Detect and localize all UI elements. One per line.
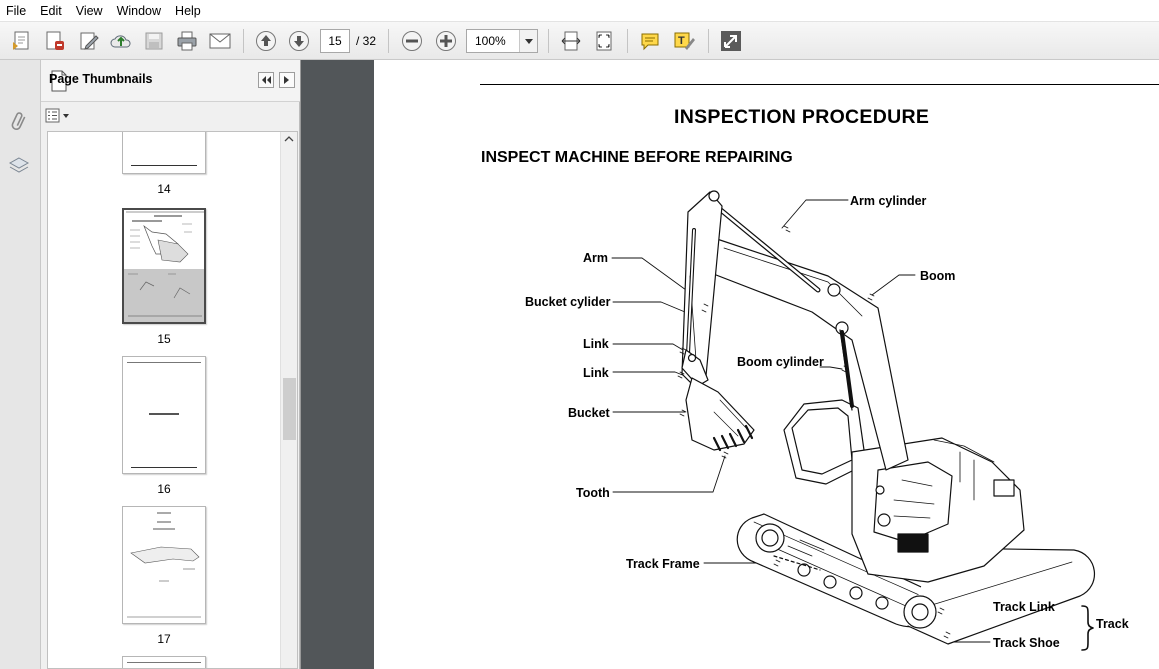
- fit-width-icon[interactable]: [557, 27, 585, 55]
- toolbar-separator: [388, 29, 389, 53]
- previous-page-icon[interactable]: [252, 27, 280, 55]
- zoom-select[interactable]: 100%: [466, 29, 538, 53]
- label-bucket-cylinder: Bucket cylider: [525, 295, 611, 309]
- scroll-up-icon[interactable]: [284, 136, 294, 142]
- label-tooth: Tooth: [576, 486, 610, 500]
- upload-cloud-icon[interactable]: [107, 27, 135, 55]
- highlight-text-icon[interactable]: T: [670, 27, 698, 55]
- thumbnail-page-18[interactable]: [122, 656, 206, 668]
- menu-help[interactable]: Help: [175, 3, 201, 18]
- zoom-out-icon[interactable]: [398, 27, 426, 55]
- thumbnail-list[interactable]: 14 15 16: [47, 131, 298, 669]
- toolbar-separator: [708, 29, 709, 53]
- comment-icon[interactable]: [636, 27, 664, 55]
- panel-title: Page Thumbnails: [49, 72, 153, 86]
- fit-page-icon[interactable]: [590, 27, 618, 55]
- navigation-rail: [0, 60, 41, 669]
- chevron-down-icon[interactable]: [519, 30, 537, 52]
- label-link-lower: Link: [583, 366, 609, 380]
- menu-view[interactable]: View: [75, 3, 103, 18]
- toolbar-separator: [548, 29, 549, 53]
- print-icon[interactable]: [173, 27, 201, 55]
- thumbnail-scrollbar[interactable]: [280, 132, 297, 668]
- label-boom: Boom: [920, 269, 956, 283]
- page-icon: [51, 70, 67, 92]
- label-arm-cylinder: Arm cylinder: [850, 194, 927, 208]
- thumbnail-options-button[interactable]: [45, 105, 73, 127]
- menu-bar: File Edit View Window Help: [0, 0, 1159, 22]
- thumbnail-page-15[interactable]: [122, 208, 206, 324]
- attachments-icon[interactable]: [5, 108, 33, 136]
- thumbnail-label: 16: [157, 482, 171, 496]
- panel-expand-icon[interactable]: [279, 72, 295, 88]
- options-menu-icon: [45, 108, 69, 123]
- document-background: [301, 60, 374, 669]
- label-boom-cylinder: Boom cylinder: [737, 355, 824, 369]
- page-title: INSPECTION PROCEDURE: [674, 106, 930, 128]
- toolbar-separator: [627, 29, 628, 53]
- page-number-input[interactable]: 15: [320, 29, 350, 53]
- convert-pdf-icon[interactable]: [41, 27, 69, 55]
- zoom-in-icon[interactable]: [432, 27, 460, 55]
- thumb-text-line: [149, 413, 179, 415]
- thumbnail-page-17[interactable]: [122, 506, 206, 624]
- page-thumbnails-panel: Page Thumbnails 14: [41, 60, 300, 669]
- layers-icon[interactable]: [5, 152, 33, 180]
- email-icon[interactable]: [206, 27, 234, 55]
- toolbar: 15 / 32 100% T: [0, 22, 1159, 60]
- thumb-header-line: [127, 362, 201, 363]
- panel-splitter[interactable]: [300, 60, 301, 669]
- label-link-upper: Link: [583, 337, 609, 351]
- thumbnail-label: 14: [157, 182, 171, 196]
- toolbar-separator: [243, 29, 244, 53]
- thumbnail-label: 17: [157, 632, 171, 646]
- label-track-link: Track Link: [993, 600, 1055, 614]
- thumbnail-preview: [127, 512, 201, 618]
- thumbnail-label: 15: [157, 332, 171, 346]
- excavator-diagram: [611, 190, 1096, 651]
- create-pdf-icon[interactable]: [8, 27, 36, 55]
- thumbnail-page-16[interactable]: [122, 356, 206, 474]
- thumb-footer-line: [131, 165, 197, 166]
- thumbnail-preview: [124, 210, 204, 322]
- menu-window[interactable]: Window: [116, 3, 162, 18]
- panel-collapse-icon[interactable]: [258, 72, 274, 88]
- scroll-thumb[interactable]: [283, 378, 296, 440]
- page-count: / 32: [356, 34, 377, 48]
- section-heading: INSPECT MACHINE BEFORE REPAIRING: [481, 149, 793, 166]
- expand-icon[interactable]: [717, 27, 745, 55]
- label-track-shoe: Track Shoe: [993, 636, 1060, 650]
- page-header-rule: [480, 84, 1159, 85]
- thumbnail-page-14[interactable]: [122, 132, 206, 174]
- menu-file[interactable]: File: [6, 3, 27, 18]
- menu-edit[interactable]: Edit: [40, 3, 62, 18]
- next-page-icon[interactable]: [285, 27, 313, 55]
- svg-text:T: T: [678, 35, 685, 47]
- zoom-value: 100%: [475, 34, 506, 48]
- label-bucket: Bucket: [568, 406, 610, 420]
- label-track-frame: Track Frame: [626, 557, 700, 571]
- thumb-header-line: [127, 662, 201, 663]
- label-track: Track: [1096, 617, 1129, 631]
- label-arm: Arm: [583, 251, 609, 265]
- panel-header: Page Thumbnails: [41, 60, 300, 102]
- thumb-footer-line: [131, 467, 197, 468]
- document-page[interactable]: INSPECTION PROCEDURE INSPECT MACHINE BEF…: [374, 60, 1159, 669]
- save-icon[interactable]: [140, 27, 168, 55]
- edit-pdf-icon[interactable]: [75, 27, 103, 55]
